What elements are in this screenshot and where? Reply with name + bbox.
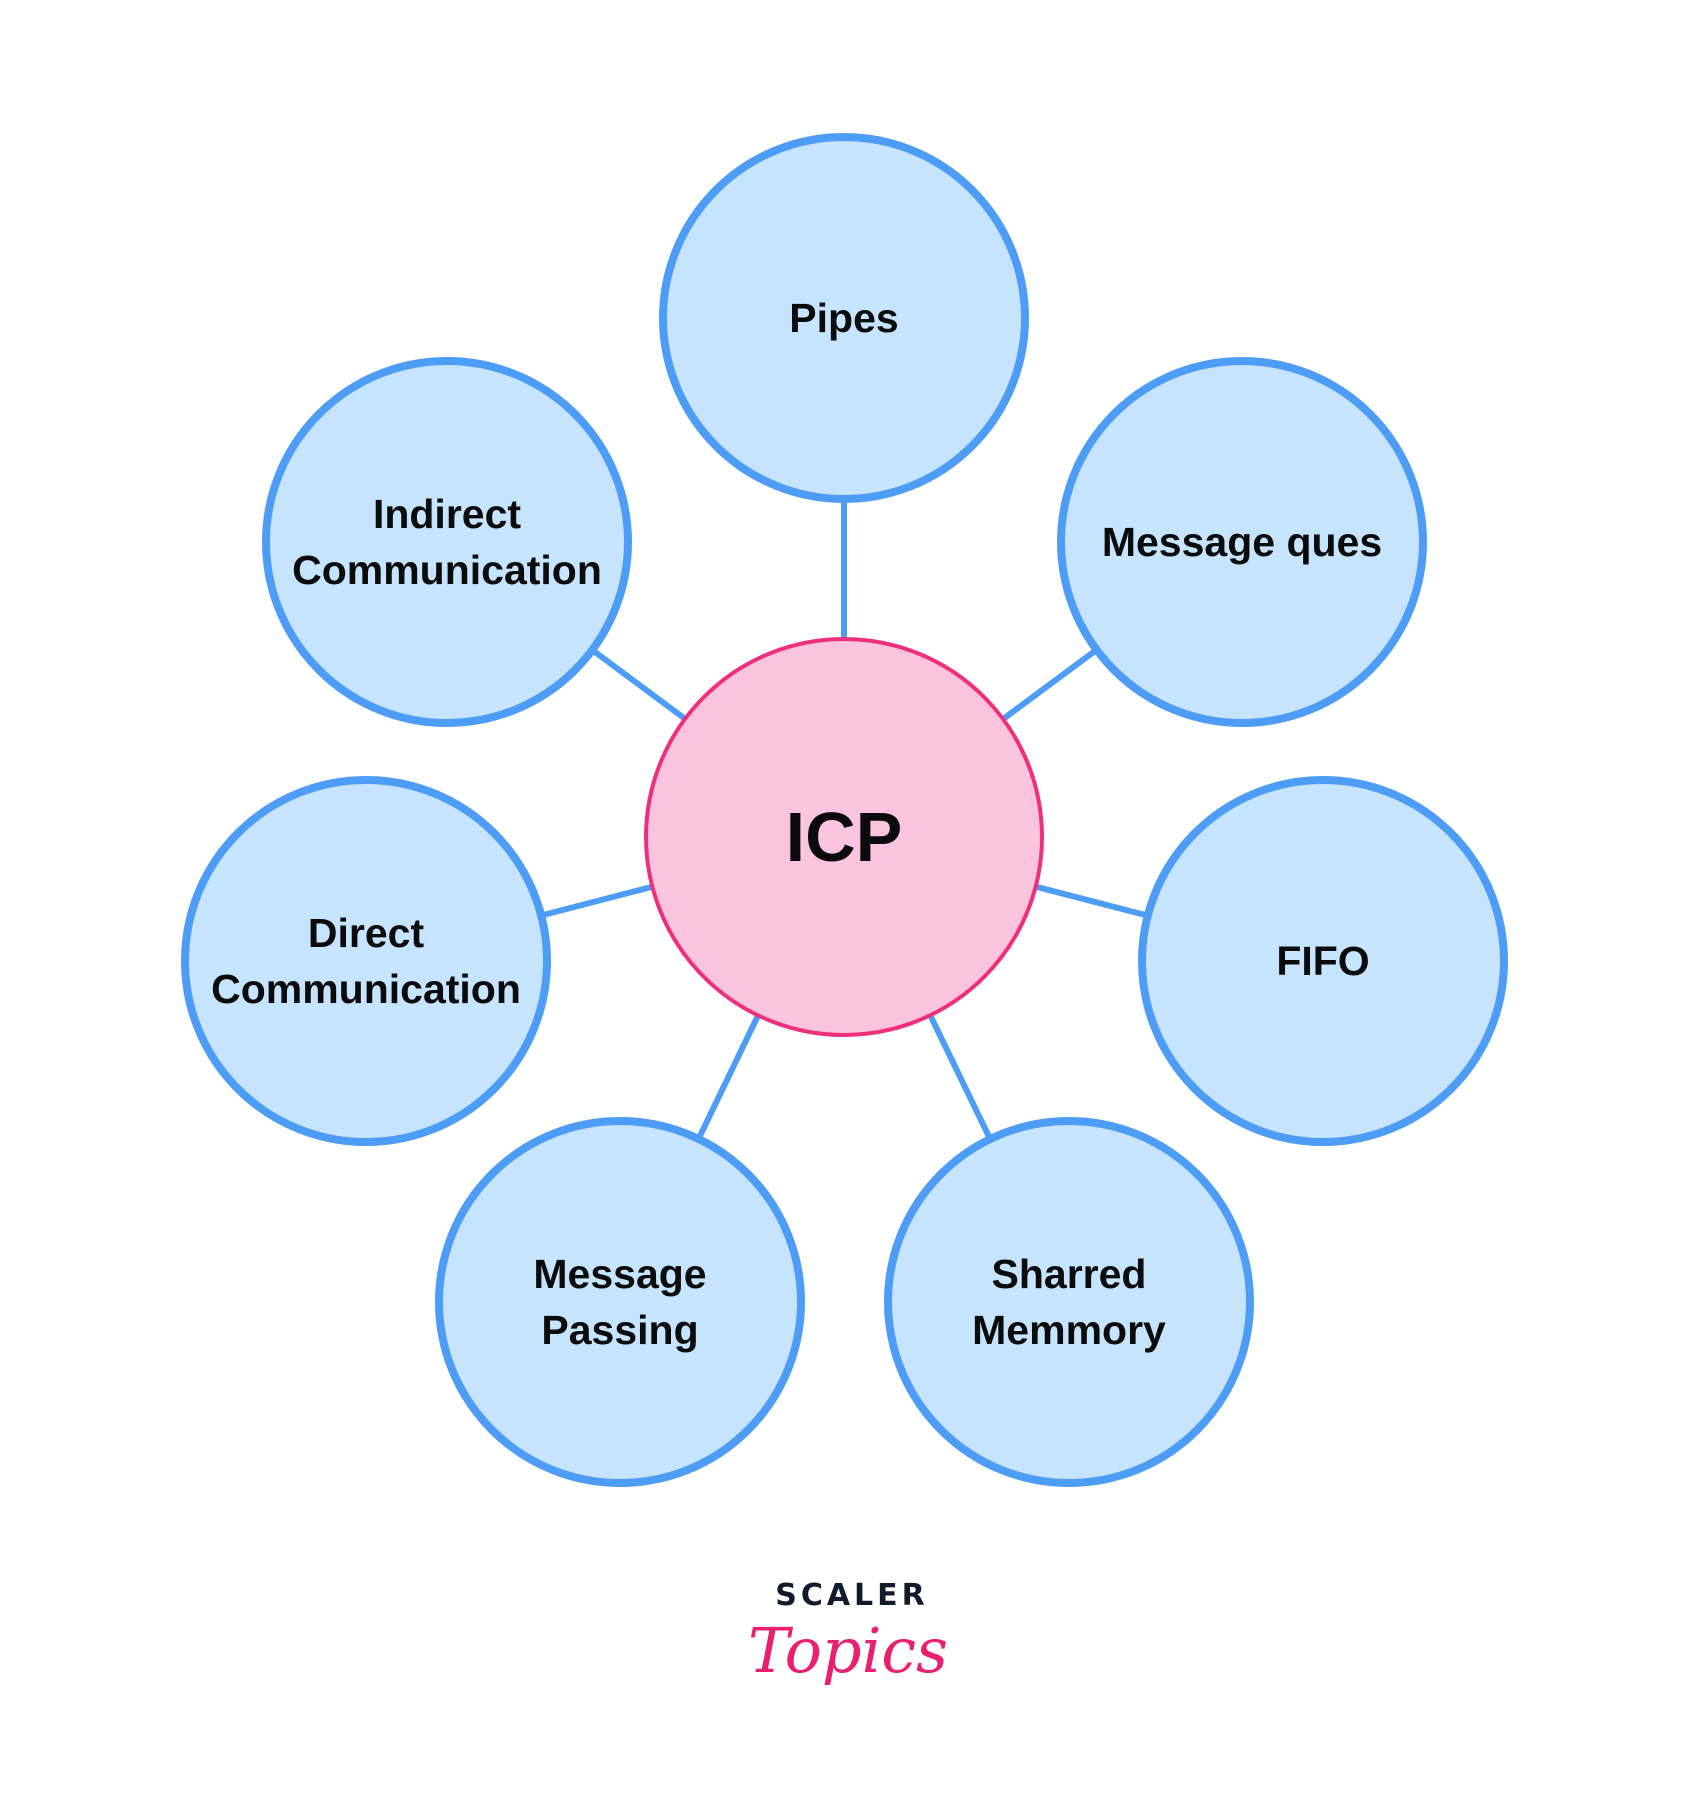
node-circle [181,776,551,1146]
node-label: Memmory [972,1307,1166,1353]
node-circle [1138,776,1508,1146]
node-circle [262,357,632,727]
node-label: Communication [211,966,521,1012]
center-circle [644,637,1044,1037]
node-circle [659,133,1029,503]
node-label: Sharred [992,1251,1147,1297]
node-circle [1057,357,1427,727]
node-label: Pipes [789,295,898,341]
center-node: ICP [644,637,1044,1037]
node-circle [884,1117,1254,1487]
brand-scaler-text: SCALER [775,1578,929,1613]
node-pipes: Pipes [659,133,1029,503]
center-label: ICP [786,798,903,876]
node-circle [435,1117,805,1487]
node-label: Communication [292,547,602,593]
node-label: Passing [541,1307,698,1353]
node-label: FIFO [1276,938,1369,984]
node-message-ques: Message ques [1057,357,1427,727]
brand-topics-text: Topics [748,1614,948,1687]
node-label: Message ques [1102,519,1382,565]
node-label: Direct [308,910,425,956]
node-label: Message [533,1251,706,1297]
scaler-topics-logo: SCALER Topics [748,1578,948,1687]
node-fifo: FIFO [1138,776,1508,1146]
node-label: Indirect [373,491,521,537]
